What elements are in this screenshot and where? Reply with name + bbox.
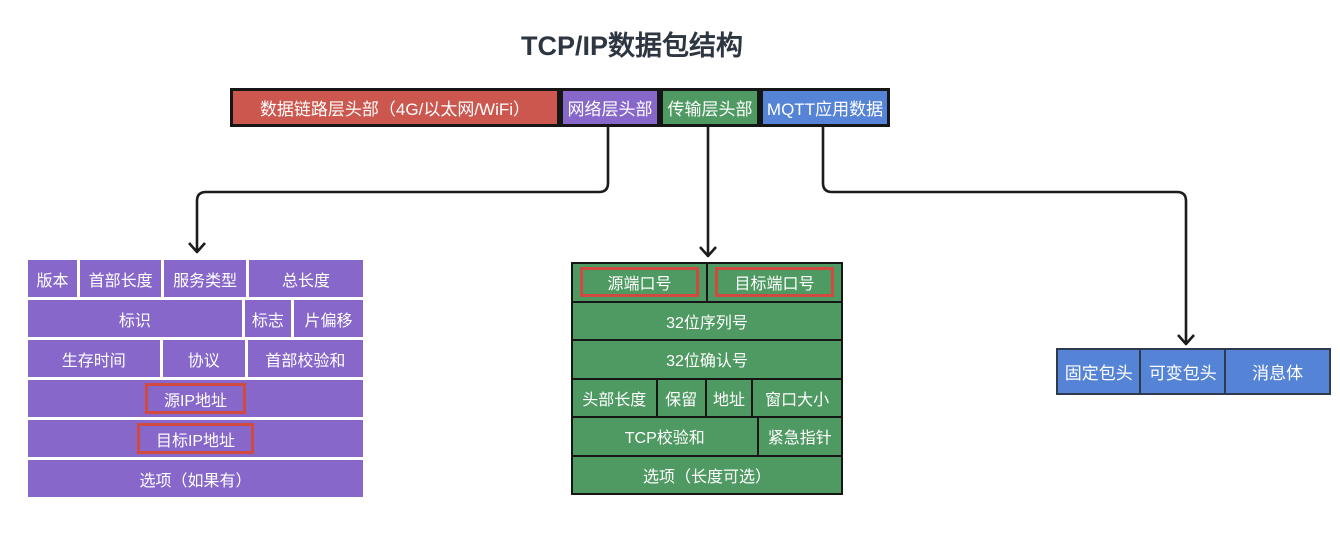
mqtt-packet-row: 固定包头 可变包头 消息体 <box>1056 348 1331 395</box>
source-ip-cell: 源IP地址 <box>28 380 363 417</box>
flags-cell: 标志 <box>244 300 291 337</box>
dest-port-cell: 目标端口号 <box>706 264 841 301</box>
table-row: 选项（长度可选） <box>573 454 841 493</box>
header-checksum-cell: 首部校验和 <box>247 340 363 377</box>
segment-mqtt-data: MQTT应用数据 <box>760 88 890 127</box>
arrow-down-icon <box>188 242 206 254</box>
diagram-title: TCP/IP数据包结构 <box>520 31 744 61</box>
dest-ip-highlight: 目标IP地址 <box>136 423 255 454</box>
table-row: TCP校验和 紧急指针 <box>573 416 841 455</box>
connector-mqtt-to-payload-row <box>821 127 1188 343</box>
table-row: 目标IP地址 <box>28 420 363 457</box>
fragment-offset-cell: 片偏移 <box>293 300 363 337</box>
tcp-checksum-cell: TCP校验和 <box>573 418 757 455</box>
segment-mqtt-label: MQTT应用数据 <box>766 100 884 119</box>
segment-transport-label: 传输层头部 <box>667 100 753 119</box>
protocol-cell: 协议 <box>162 340 245 377</box>
variable-header-cell: 可变包头 <box>1139 350 1224 393</box>
segment-transport-header: 传输层头部 <box>660 88 760 127</box>
packet-structure-bar: 数据链路层头部（4G/以太网/WiFi） 网络层头部 传输层头部 MQTT应用数… <box>230 88 890 127</box>
ip-options-cell: 选项（如果有） <box>28 460 363 497</box>
sequence-number-cell: 32位序列号 <box>573 302 841 339</box>
table-row: 源端口号 目标端口号 <box>573 264 841 301</box>
ack-number-cell: 32位确认号 <box>573 341 841 378</box>
source-port-cell: 源端口号 <box>573 264 706 301</box>
version-cell: 版本 <box>28 260 77 297</box>
table-row: 源IP地址 <box>28 380 363 417</box>
ihl-cell: 首部长度 <box>79 260 162 297</box>
segment-datalink-label: 数据链路层头部（4G/以太网/WiFi） <box>259 100 531 119</box>
service-type-cell: 服务类型 <box>164 260 246 297</box>
arrow-down-icon <box>1177 334 1195 346</box>
table-row: 选项（如果有） <box>28 460 363 497</box>
connector-network-to-ip-table <box>195 127 610 251</box>
reserved-cell: 保留 <box>655 379 705 416</box>
table-row: 32位确认号 <box>573 339 841 378</box>
table-row: 生存时间 协议 首部校验和 <box>28 340 363 377</box>
arrow-down-icon <box>699 246 717 258</box>
ttl-cell: 生存时间 <box>28 340 160 377</box>
table-row: 标识 标志 片偏移 <box>28 300 363 337</box>
segment-datalink-header: 数据链路层头部（4G/以太网/WiFi） <box>230 88 560 127</box>
segment-network-header: 网络层头部 <box>560 88 660 127</box>
identification-cell: 标识 <box>28 300 242 337</box>
urgent-pointer-cell: 紧急指针 <box>756 418 841 455</box>
tcp-options-cell: 选项（长度可选） <box>573 456 841 493</box>
ip-header-table: 版本 首部长度 服务类型 总长度 标识 标志 片偏移 生存时间 协议 首部校验和… <box>28 260 363 497</box>
total-length-cell: 总长度 <box>248 260 363 297</box>
source-port-highlight: 源端口号 <box>580 267 699 298</box>
window-size-cell: 窗口大小 <box>751 379 841 416</box>
segment-network-label: 网络层头部 <box>567 100 653 119</box>
table-row: 32位序列号 <box>573 300 841 339</box>
message-body-cell: 消息体 <box>1224 350 1329 393</box>
tcp-header-length-cell: 头部长度 <box>573 379 656 416</box>
fixed-header-cell: 固定包头 <box>1064 364 1133 383</box>
tcp-header-table: 源端口号 目标端口号 32位序列号 32位确认号 头部长度 保留 地址 窗口大小… <box>571 262 843 495</box>
address-cell: 地址 <box>704 379 752 416</box>
source-ip-highlight: 源IP地址 <box>144 383 247 414</box>
dest-ip-cell: 目标IP地址 <box>28 420 363 457</box>
table-row: 版本 首部长度 服务类型 总长度 <box>28 260 363 297</box>
dest-port-highlight: 目标端口号 <box>715 267 834 298</box>
table-row: 头部长度 保留 地址 窗口大小 <box>573 377 841 416</box>
